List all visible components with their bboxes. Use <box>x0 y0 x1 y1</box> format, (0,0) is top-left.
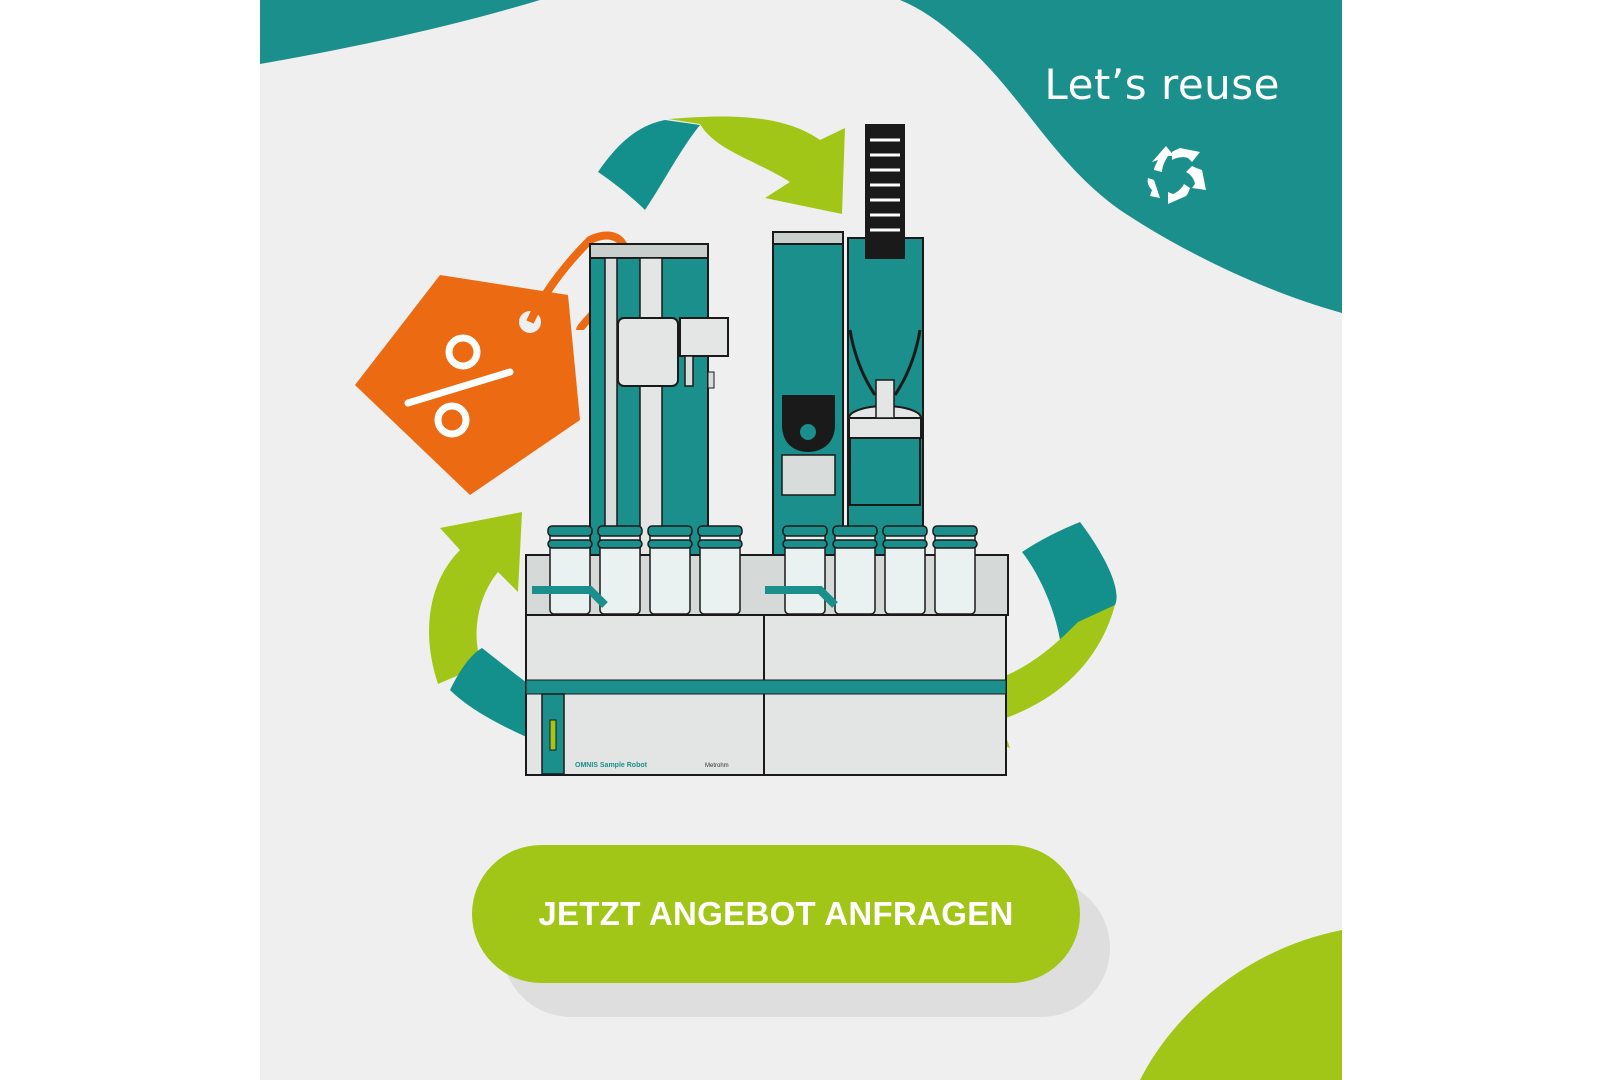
promo-banner: ⏻ OMNIS Sample Robot Metrohm Let’s reuse… <box>260 0 1342 1080</box>
request-offer-button[interactable]: JETZT ANGEBOT ANFRAGEN <box>472 845 1080 983</box>
tagline-heading: Let’s reuse <box>1044 60 1280 109</box>
sample-robot-device: ⏻ OMNIS Sample Robot Metrohm <box>525 124 1009 776</box>
device-brand-label: Metrohm <box>705 763 729 769</box>
teal-blob-top-right <box>900 0 1342 313</box>
illustration: ⏻ OMNIS Sample Robot Metrohm <box>260 0 1342 1080</box>
teal-blob-top-left <box>260 0 540 64</box>
arrow-left-lime <box>429 512 522 684</box>
price-tag <box>355 231 630 495</box>
arrow-right-teal <box>1022 522 1117 640</box>
arrow-top-teal <box>598 120 700 210</box>
arrow-top-lime <box>668 116 845 214</box>
recycle-icon <box>1147 146 1206 204</box>
power-icon: ⏻ <box>546 707 554 718</box>
lime-blob-bottom-right <box>1140 930 1342 1080</box>
device-model-label: OMNIS Sample Robot <box>575 762 648 769</box>
